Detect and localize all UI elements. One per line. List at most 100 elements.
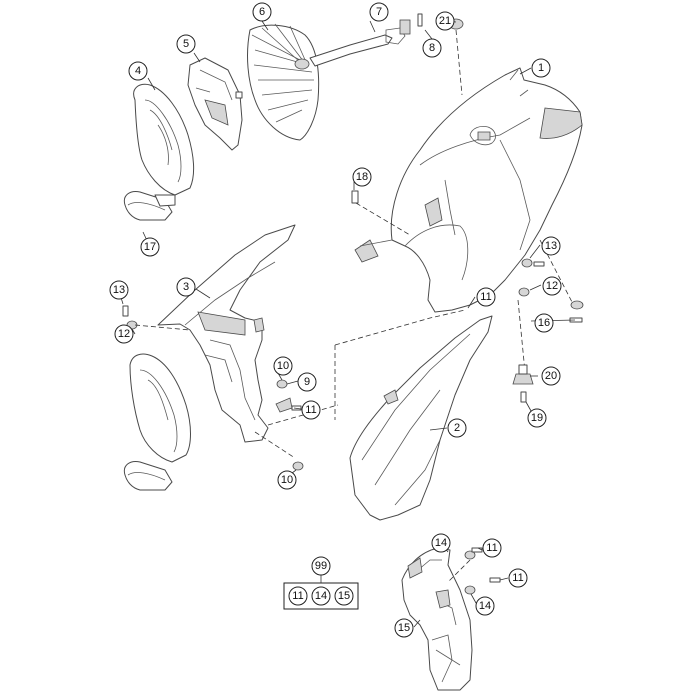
callout-number: 14 xyxy=(479,600,491,612)
callout-circle xyxy=(482,538,502,558)
callout-circle xyxy=(311,586,331,606)
callout-circle xyxy=(476,287,496,307)
part-bracket-5 xyxy=(187,57,243,151)
callout-c21: 21 xyxy=(435,11,455,31)
callout-number: 12 xyxy=(118,328,130,340)
callout-number: 17 xyxy=(144,241,156,253)
callout-c6: 6 xyxy=(252,2,272,22)
part-filter-holder xyxy=(309,13,423,67)
callout-number: 10 xyxy=(281,474,293,486)
part-fuel-tank xyxy=(354,67,583,313)
callout-number: 20 xyxy=(545,370,557,382)
kit-item-callout: 11 xyxy=(288,586,308,606)
callout-circle xyxy=(475,596,495,616)
callout-number: 12 xyxy=(546,280,558,292)
callout-number: 11 xyxy=(512,572,523,584)
callout-circle xyxy=(176,277,196,297)
callout-c11d: 11 xyxy=(508,568,528,588)
callout-c13a: 13 xyxy=(541,236,561,256)
callout-number: 3 xyxy=(183,281,189,293)
kit-item-callout: 15 xyxy=(334,586,354,606)
callout-number: 18 xyxy=(356,171,368,183)
callout-c9: 9 xyxy=(297,372,317,392)
callout-c12a: 12 xyxy=(542,276,562,296)
callout-circle xyxy=(508,568,528,588)
callout-c5: 5 xyxy=(176,34,196,54)
callout-number: 6 xyxy=(259,6,265,18)
callout-c7: 7 xyxy=(369,2,389,22)
callout-circle xyxy=(109,280,129,300)
callout-c12b: 12 xyxy=(114,324,134,344)
part-airbox xyxy=(157,224,339,459)
callout-circle xyxy=(542,276,562,296)
callout-number: 15 xyxy=(338,590,350,602)
callout-circle xyxy=(273,356,293,376)
callout-c20: 20 xyxy=(541,366,561,386)
callout-c1: 1 xyxy=(531,58,551,78)
callout-circle xyxy=(422,38,442,58)
callout-number: 99 xyxy=(315,560,327,572)
callout-circle xyxy=(541,236,561,256)
callout-number: 8 xyxy=(429,42,435,54)
linkage-line-2 xyxy=(334,309,466,346)
callout-circle xyxy=(527,408,547,428)
part-side-cover-lower xyxy=(401,547,473,691)
callout-circle xyxy=(114,324,134,344)
callout-c10b: 10 xyxy=(277,470,297,490)
callout-circle xyxy=(252,2,272,22)
callout-c11b: 11 xyxy=(301,400,321,420)
callout-c18: 18 xyxy=(352,167,372,187)
callout-circle xyxy=(431,533,451,553)
callout-circle xyxy=(369,2,389,22)
callout-circle xyxy=(288,586,308,606)
callout-c3: 3 xyxy=(176,277,196,297)
callout-number: 7 xyxy=(376,6,382,18)
callout-circle xyxy=(176,34,196,54)
callout-circle xyxy=(297,372,317,392)
callout-number: 16 xyxy=(538,317,550,329)
callout-number: 11 xyxy=(480,291,491,303)
callout-circle xyxy=(352,167,372,187)
callout-circle xyxy=(277,470,297,490)
callout-number: 4 xyxy=(135,65,141,77)
callout-number: 5 xyxy=(183,38,189,50)
callout-circle xyxy=(447,418,467,438)
callout-number: 13 xyxy=(545,240,557,252)
part-valve-20 xyxy=(512,364,534,403)
callout-c11a: 11 xyxy=(476,287,496,307)
part-tank-cap xyxy=(448,18,464,96)
part-air-duct-lower xyxy=(123,353,191,491)
callout-c2: 2 xyxy=(447,418,467,438)
callout-circle xyxy=(394,618,414,638)
callout-number: 1 xyxy=(538,62,544,74)
part-screw-18 xyxy=(351,190,411,236)
kit-item-callout: 14 xyxy=(311,586,331,606)
callout-c13b: 13 xyxy=(109,280,129,300)
callout-number: 11 xyxy=(305,404,316,416)
cover-fasteners xyxy=(447,547,501,595)
callout-circle xyxy=(334,586,354,606)
part-air-filter xyxy=(247,23,320,141)
callout-circle xyxy=(140,237,160,257)
callout-number: 11 xyxy=(486,542,497,554)
callout-c14b: 14 xyxy=(475,596,495,616)
part-side-panel-right xyxy=(349,315,493,521)
callout-circle xyxy=(311,556,331,576)
callout-c19: 19 xyxy=(527,408,547,428)
callout-c16: 16 xyxy=(534,313,554,333)
callout-c8: 8 xyxy=(422,38,442,58)
callout-c4: 4 xyxy=(128,61,148,81)
callout-number: 19 xyxy=(531,412,543,424)
callout-circle xyxy=(301,400,321,420)
callout-c17: 17 xyxy=(140,237,160,257)
callout-circle xyxy=(541,366,561,386)
callout-number: 14 xyxy=(315,590,327,602)
callout-number: 14 xyxy=(435,537,447,549)
callout-c11c: 11 xyxy=(482,538,502,558)
callout-number: 10 xyxy=(277,360,289,372)
callout-circle xyxy=(128,61,148,81)
callout-number: 13 xyxy=(113,284,125,296)
callout-number: 15 xyxy=(398,622,410,634)
